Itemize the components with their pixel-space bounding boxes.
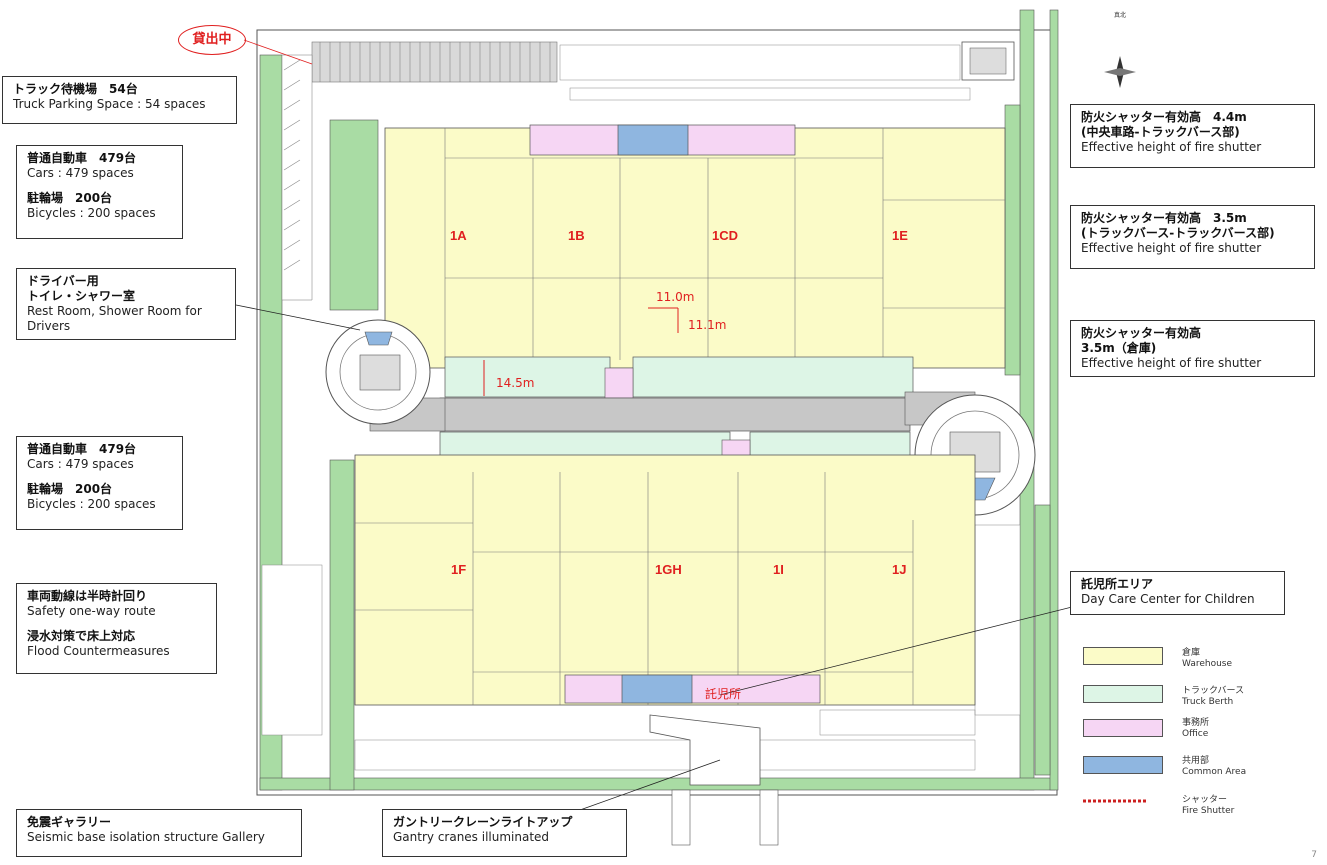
warehouse-south	[354, 454, 976, 706]
shutter-35a-jp2: (トラックバース-トラックバース部)	[1081, 226, 1275, 240]
car-parking-north	[559, 44, 971, 101]
cars-en-south: Cars : 479 spaces	[27, 457, 134, 471]
route-en: Safety one-way route	[27, 604, 156, 618]
driver-room-jp2: トイレ・シャワー室	[27, 289, 136, 303]
bikes-jp: 駐輪場 200台	[27, 191, 113, 205]
rental-status-tag: 貸出中	[178, 25, 246, 55]
legend-swatch-warehouse	[1083, 647, 1163, 665]
shutter-35b-jp2: 3.5m（倉庫)	[1081, 341, 1157, 355]
cars-en: Cars : 479 spaces	[27, 166, 134, 180]
unit-label-1cd: 1CD	[712, 228, 739, 243]
callout-shutter-4-4: 防火シャッター有効高 4.4m (中央車路-トラックバース部) Effectiv…	[1070, 104, 1315, 168]
green-south	[259, 777, 1056, 791]
callout-daycare: 託児所エリア Day Care Center for Children	[1070, 571, 1285, 615]
shutter-35b-en: Effective height of fire shutter	[1081, 356, 1262, 370]
ramp-west	[325, 319, 431, 425]
driver-room-en1: Rest Room, Shower Room for	[27, 304, 202, 318]
dimension-span-x: 11.0m	[656, 290, 695, 304]
unit-label-1i: 1I	[773, 562, 784, 577]
compass-label: 真北	[1114, 12, 1127, 19]
driver-room-en2: Drivers	[27, 319, 71, 333]
callout-parking-south: 普通自動車 479台 Cars : 479 spaces 駐輪場 200台 Bi…	[16, 436, 183, 530]
page-number: 7	[1311, 850, 1317, 860]
shutter-44-en: Effective height of fire shutter	[1081, 140, 1262, 154]
unit-label-1b: 1B	[568, 228, 585, 243]
truck-parking-en: Truck Parking Space : 54 spaces	[13, 97, 206, 111]
bikes-jp-south: 駐輪場 200台	[27, 482, 113, 496]
gantry-en: Gantry cranes illuminated	[393, 830, 550, 844]
central-drive	[439, 397, 911, 432]
callout-shutter-3-5-berth: 防火シャッター有効高 3.5m (トラックバース-トラックバース部) Effec…	[1070, 205, 1315, 269]
route-jp: 車両動線は半時計回り	[27, 589, 148, 603]
car-parking-south	[354, 709, 976, 771]
unit-label-1j: 1J	[892, 562, 907, 577]
flood-jp: 浸水対策で床上対応	[27, 629, 136, 643]
driver-room-jp1: ドライバー用	[27, 274, 99, 288]
daycare-map-label: 託児所	[705, 687, 742, 701]
legend-swatch-office	[1083, 719, 1163, 737]
legend-swatch-common-area	[1083, 756, 1163, 774]
compass-icon	[1104, 56, 1136, 88]
shutter-35a-jp1: 防火シャッター有効高 3.5m	[1081, 211, 1247, 225]
legend-swatch-truck-berth	[1083, 685, 1163, 703]
callout-truck-parking: トラック待機場 54台 Truck Parking Space : 54 spa…	[2, 76, 237, 124]
flood-en: Flood Countermeasures	[27, 644, 170, 658]
shutter-35a-en: Effective height of fire shutter	[1081, 241, 1262, 255]
unit-label-1a: 1A	[450, 228, 467, 243]
callout-shutter-3-5-warehouse: 防火シャッター有効高 3.5m（倉庫) Effective height of …	[1070, 320, 1315, 377]
shutter-44-jp1: 防火シャッター有効高 4.4m	[1081, 110, 1247, 124]
callout-driver-room: ドライバー用 トイレ・シャワー室 Rest Room, Shower Room …	[16, 268, 236, 340]
shutter-44-jp2: (中央車路-トラックバース部)	[1081, 125, 1240, 139]
callout-gallery: 免震ギャラリー Seismic base isolation structure…	[16, 809, 302, 857]
truck-parking-area	[281, 41, 558, 301]
gallery-en: Seismic base isolation structure Gallery	[27, 830, 265, 844]
callout-gantry: ガントリークレーンライトアップ Gantry cranes illuminate…	[382, 809, 627, 857]
unit-label-1f: 1F	[451, 562, 467, 577]
dimension-berth: 14.5m	[496, 376, 535, 390]
bikes-en: Bicycles : 200 spaces	[27, 206, 156, 220]
callout-safety: 車両動線は半時計回り Safety one-way route 浸水対策で床上対…	[16, 583, 217, 674]
daycare-en: Day Care Center for Children	[1081, 592, 1255, 606]
truck-berth-north	[444, 356, 914, 399]
green-east	[1019, 9, 1035, 791]
truck-parking-jp: トラック待機場 54台	[13, 82, 138, 96]
gallery-jp: 免震ギャラリー	[27, 815, 112, 829]
shutter-35b-jp1: 防火シャッター有効高	[1081, 326, 1202, 340]
cars-jp-south: 普通自動車 479台	[27, 442, 137, 456]
dimension-span-y: 11.1m	[688, 318, 727, 332]
bikes-en-south: Bicycles : 200 spaces	[27, 497, 156, 511]
unit-label-1e: 1E	[892, 228, 908, 243]
gantry-jp: ガントリークレーンライトアップ	[393, 815, 573, 829]
daycare-jp: 託児所エリア	[1081, 577, 1154, 591]
unit-label-1gh: 1GH	[655, 562, 682, 577]
warehouse-north	[384, 124, 1006, 369]
callout-parking-north: 普通自動車 479台 Cars : 479 spaces 駐輪場 200台 Bi…	[16, 145, 183, 239]
cars-jp: 普通自動車 479台	[27, 151, 137, 165]
